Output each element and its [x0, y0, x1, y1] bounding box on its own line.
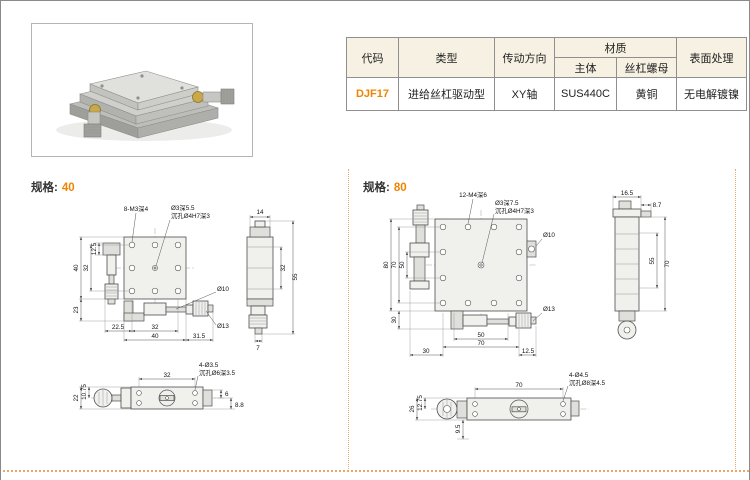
product-photo — [31, 23, 253, 157]
dim-40-bottomview-height: 22 — [73, 394, 80, 402]
dim-40-side-inner: 32 — [280, 264, 287, 272]
col-header-direction: 传动方向 — [494, 37, 555, 78]
dim-80-bot-1: 50 — [477, 332, 485, 339]
col-header-code: 代码 — [346, 37, 399, 78]
callout-80-bottom-holes: 4-Ø4.5 — [569, 372, 589, 379]
dim-80-bottomview-upper: 12.75 — [417, 395, 424, 411]
section-divider-right — [735, 169, 736, 471]
spec80-front-view: 12-M4深6 Ø3深7.5 沉孔Ø4H7深3 Ø10 Ø13 80 70 50… — [383, 190, 555, 357]
callout-40-bottom-holes: 4-Ø3.5 — [199, 362, 219, 369]
drawing-spec80: 12-M4深6 Ø3深7.5 沉孔Ø4H7深3 Ø10 Ø13 80 70 50… — [383, 190, 671, 440]
spec80-label: 规格: — [363, 182, 390, 194]
dim-40-bottomview-right-lower: 8.8 — [235, 402, 244, 409]
spec40-bottom-view: 32 4-Ø3.5 沉孔Ø6深3.5 10.75 22 6 8.8 — [73, 362, 244, 410]
dim-80-side-top: 16.5 — [621, 190, 634, 197]
dim-80-side-dia: Ø10 — [543, 232, 555, 239]
cell-code: DJF17 — [346, 77, 399, 111]
spec40-label: 规格: — [31, 182, 58, 194]
dim-80-pitch-outer-v: 70 — [391, 261, 398, 269]
callout-80-cbore: 沉孔Ø4H7深3 — [495, 206, 534, 215]
col-header-type: 类型 — [398, 37, 495, 78]
dim-40-bot-4: 31.5 — [193, 333, 206, 340]
dim-80-bottomview-foot: 9.5 — [455, 424, 462, 433]
dim-40-plate-height: 40 — [73, 264, 80, 272]
dim-40-bottomview-right-upper: 6 — [225, 391, 229, 398]
col-header-material-main: 主体 — [554, 57, 617, 78]
dim-40-top-offset: 12.5 — [91, 242, 98, 255]
cell-type: 进给丝杠驱动型 — [398, 77, 495, 111]
dim-40-bot-3: 40 — [151, 333, 159, 340]
spec-table: 代码 类型 传动方向 材质 表面处理 主体 丝杠螺母 DJF17 进给丝杠驱动型… — [346, 37, 747, 111]
spec80-y-micrometer — [409, 204, 430, 290]
dim-80-bottomview-height: 26 — [409, 405, 416, 413]
table-row: DJF17 进给丝杠驱动型 XY轴 SUS440C 黄铜 无电解镀镍 — [346, 77, 747, 111]
callout-40-cbore: 沉孔Ø4H7深3 — [171, 211, 210, 220]
section-divider-bottom — [3, 470, 749, 472]
callout-40-center-hole: Ø3深5.5 — [171, 203, 195, 212]
col-header-material-nut: 丝杠螺母 — [616, 57, 677, 78]
dim-80-plate-height: 80 — [383, 261, 390, 269]
col-header-surface: 表面处理 — [676, 37, 747, 78]
dim-80-bot-4: 12.5 — [522, 348, 535, 355]
cell-material-main: SUS440C — [554, 77, 617, 111]
dim-40-lower-offset: 23 — [73, 306, 80, 314]
stage-top-plate — [88, 70, 200, 111]
dim-80-side-top2: 8.7 — [653, 202, 662, 209]
table-header-row-1: 代码 类型 传动方向 材质 表面处理 — [346, 37, 747, 78]
dim-40-bot-2: 32 — [151, 324, 159, 331]
dim-80-knob-dia: Ø13 — [543, 306, 555, 313]
callout-80-center-hole: Ø3深7.5 — [495, 198, 519, 207]
dim-80-side-outer: 70 — [664, 260, 671, 268]
spec40-heading: 规格:40 — [31, 179, 75, 195]
dim-40-bottomview-pitch: 32 — [163, 372, 171, 379]
dim-80-bot-2: 70 — [477, 340, 485, 347]
dim-40-bot-1: 22.5 — [112, 324, 125, 331]
callout-80-holes: 12-M4深6 — [459, 190, 487, 199]
callout-40-holes: 8-M3深4 — [124, 204, 149, 213]
cell-surface: 无电解镀镍 — [676, 77, 747, 111]
dim-40-spindle-dia: Ø10 — [217, 286, 229, 293]
dim-80-bot-3: 30 — [422, 348, 430, 355]
spec80-value: 80 — [393, 182, 407, 194]
spec80-bottom-view: 70 4-Ø4.5 沉孔Ø8深4.5 12.75 26 9.5 — [409, 372, 606, 440]
dim-40-side-top: 14 — [256, 209, 264, 216]
dim-40-knob-dia: Ø13 — [217, 323, 229, 330]
dim-40-hole-pitch-v: 32 — [83, 264, 90, 272]
dim-80-bottomview-pitch: 70 — [515, 382, 523, 389]
spec80-side-view: 16.5 8.7 70 55 — [612, 190, 671, 340]
spec40-value: 40 — [61, 182, 75, 194]
dim-40-side-bottom: 7 — [256, 345, 260, 352]
cell-material-nut: 黄铜 — [616, 77, 677, 111]
spec40-side-view: 14 32 55 7 — [246, 209, 299, 352]
spec40-front-view: 8-M3深4 Ø3深5.5 沉孔Ø4H7深3 12.5 40 32 23 22.… — [73, 203, 229, 342]
dim-40-bottomview-upper: 10.75 — [81, 384, 88, 400]
cell-direction: XY轴 — [494, 77, 555, 111]
product-photo-render — [56, 70, 235, 141]
micrometer-right — [192, 88, 235, 105]
dim-40-side-outer: 55 — [292, 273, 299, 281]
col-header-material: 材质 — [554, 37, 677, 58]
spec80-x-micrometer — [450, 310, 537, 330]
dim-80-pitch-inner-v: 50 — [399, 261, 406, 269]
spec40-y-micrometer — [102, 242, 121, 305]
callout-80-bottom-cbore: 沉孔Ø8深4.5 — [569, 378, 606, 387]
micrometer-left — [83, 104, 102, 138]
section-divider-middle — [348, 169, 349, 471]
callout-40-bottom-cbore: 沉孔Ø6深3.5 — [199, 368, 236, 377]
drawing-spec40: 8-M3深4 Ø3深5.5 沉孔Ø4H7深3 12.5 40 32 23 22.… — [73, 203, 299, 410]
dim-80-side-inner: 55 — [649, 257, 656, 265]
spec80-heading: 规格:80 — [363, 179, 407, 195]
spec40-x-micrometer — [123, 300, 214, 322]
dim-80-lower-offset: 30 — [391, 316, 398, 324]
